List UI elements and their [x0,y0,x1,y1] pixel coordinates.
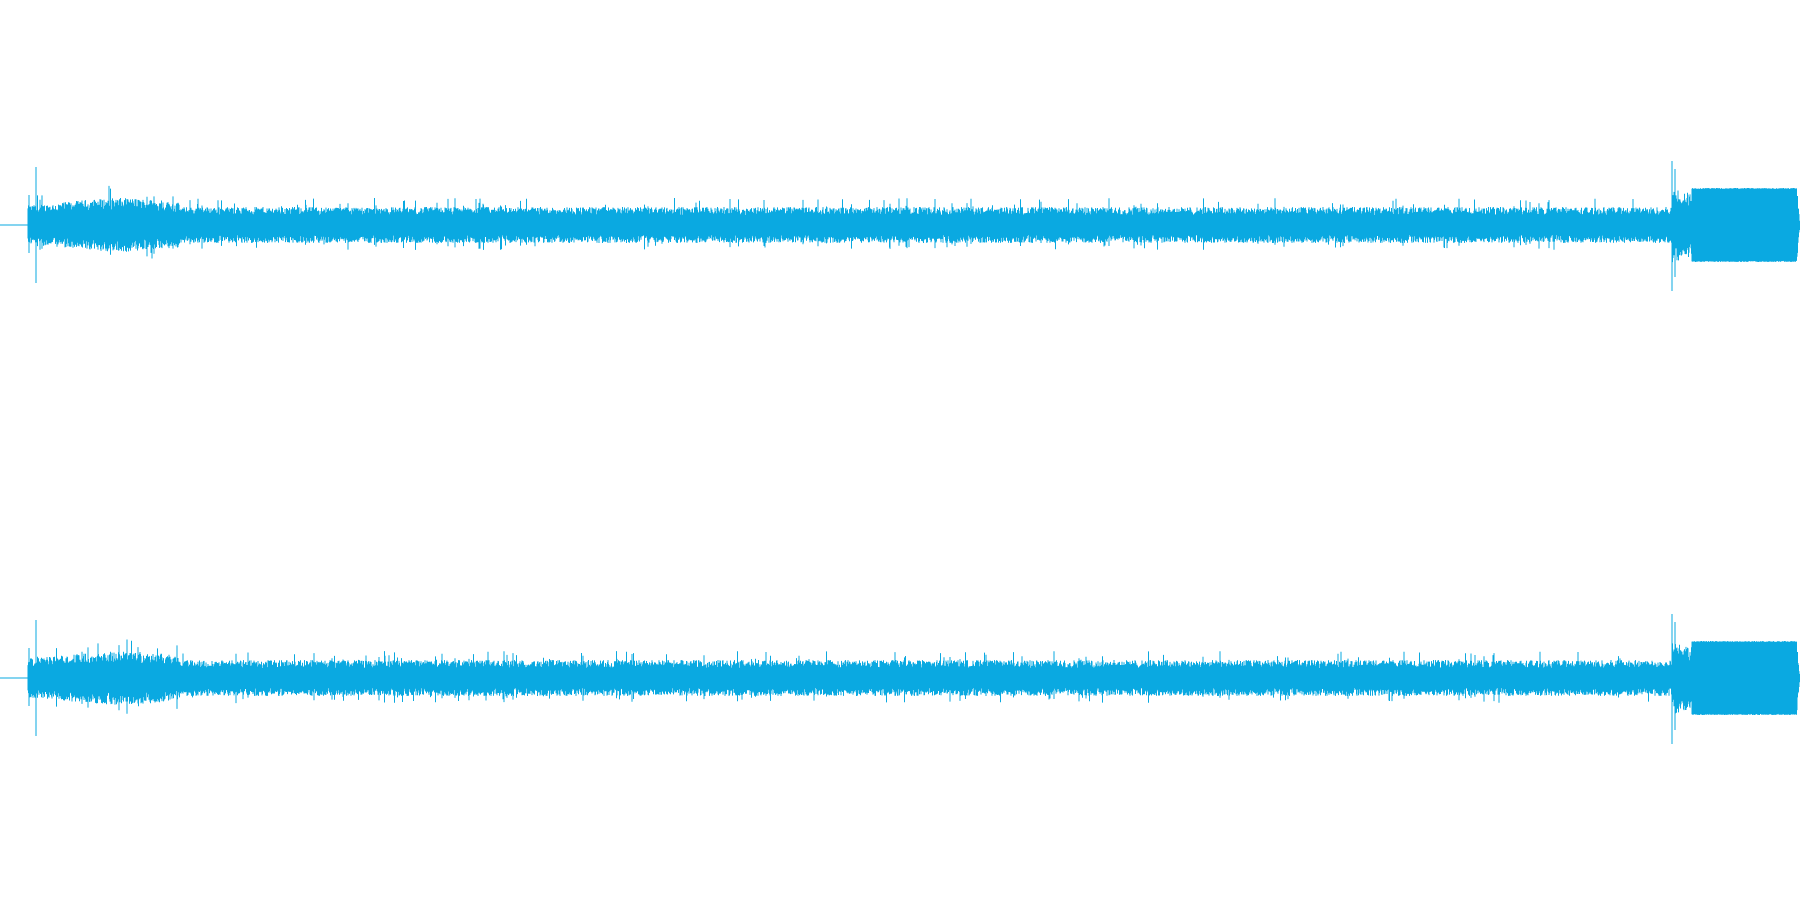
channel-right-wave-path [27,614,1800,744]
channel-left-wave-path [27,161,1800,291]
channel-left-waveform [0,161,1800,291]
channel-right-waveform [0,614,1800,744]
